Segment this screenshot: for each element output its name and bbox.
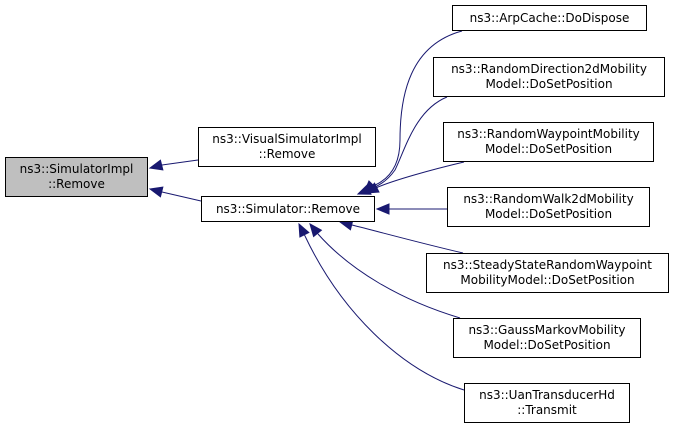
arrowhead-icon	[148, 159, 164, 171]
node-label-line: Model::DoSetPosition	[484, 142, 613, 156]
node-label-line: ns3::Simulator::Remove	[215, 201, 361, 216]
edge-line	[304, 235, 465, 391]
edge-line	[372, 96, 448, 189]
node-label-line: Model::DoSetPosition	[485, 77, 613, 91]
edge-uan-to-simulator	[298, 222, 465, 391]
node-label-line: ns3::ArpCache::DoDispose	[469, 10, 630, 25]
edge-gm-to-simulator	[309, 222, 461, 319]
node-label-line: Model::DoSetPosition	[483, 338, 611, 352]
node-simimpl: ns3::SimulatorImpl::Remove	[5, 157, 148, 197]
node-label-line: ::Transmit	[517, 403, 577, 417]
arrowhead-icon	[375, 203, 390, 215]
edge-line	[351, 224, 464, 254]
edge-ssrwp-to-simulator	[338, 219, 464, 254]
edge-arp-to-simulator	[363, 30, 463, 194]
node-visual[interactable]: ns3::VisualSimulatorImpl::Remove	[198, 127, 376, 167]
edge-line	[161, 159, 199, 166]
edge-simulator-to-simimpl	[148, 186, 202, 202]
node-label-line: ns3::UanTransducerHd	[479, 388, 615, 402]
node-arp[interactable]: ns3::ArpCache::DoDispose	[452, 5, 647, 31]
edge-visual-to-simimpl	[148, 159, 199, 171]
node-label-line: ns3::RandomWaypointMobility	[457, 127, 640, 141]
node-label-line: ns3::RandomWalk2dMobility	[463, 192, 634, 206]
arrowhead-icon	[148, 186, 164, 198]
node-simulator[interactable]: ns3::Simulator::Remove	[201, 196, 375, 222]
arrowhead-icon	[298, 222, 310, 238]
arrowhead-icon	[364, 182, 380, 194]
node-label-line: ns3::VisualSimulatorImpl	[212, 132, 362, 146]
edge-line	[161, 191, 202, 202]
edge-rwp-to-simulator	[364, 161, 465, 194]
node-label-line: ::Remove	[258, 147, 316, 161]
edge-line	[317, 233, 461, 319]
edge-line	[377, 161, 465, 188]
node-label-line: MobilityModel::DoSetPosition	[460, 273, 635, 287]
edge-line	[369, 30, 463, 188]
node-label-line: Model::DoSetPosition	[484, 207, 613, 221]
node-label-line: ns3::SimulatorImpl	[19, 162, 134, 176]
node-uan[interactable]: ns3::UanTransducerHd::Transmit	[464, 383, 630, 423]
node-label-line: ns3::GaussMarkovMobility	[468, 323, 626, 337]
node-label-line: ::Remove	[48, 177, 105, 191]
edge-rw2d-to-simulator	[375, 203, 447, 215]
arrowhead-icon	[309, 222, 323, 238]
node-label-line: ns3::RandomDirection2dMobility	[451, 62, 647, 76]
node-label-line: ns3::SteadyStateRandomWaypoint	[443, 258, 652, 272]
